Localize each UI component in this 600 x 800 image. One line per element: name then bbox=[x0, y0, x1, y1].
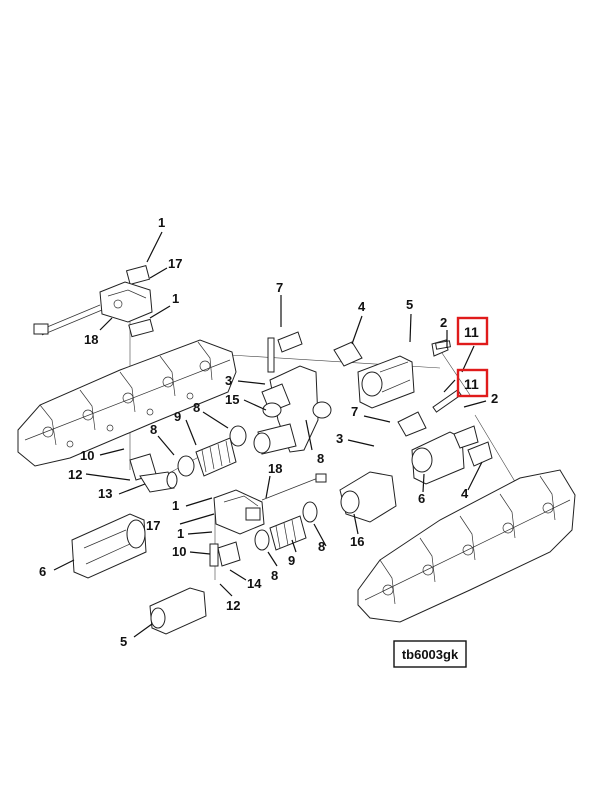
reference-label: tb6003gk bbox=[393, 640, 467, 668]
callout-1[interactable]: 1 bbox=[158, 215, 165, 230]
egr-elbow-upper bbox=[129, 453, 178, 493]
callout-9[interactable]: 9 bbox=[174, 409, 181, 424]
egr-cooler-upper bbox=[253, 331, 449, 455]
callout-6[interactable]: 6 bbox=[39, 564, 46, 579]
egr-valve-upper bbox=[33, 265, 154, 338]
callout-17[interactable]: 17 bbox=[168, 256, 182, 271]
callout-11[interactable]: 11 bbox=[464, 324, 479, 340]
callout-8[interactable]: 8 bbox=[193, 400, 200, 415]
callout-1[interactable]: 1 bbox=[172, 291, 179, 306]
callout-16[interactable]: 16 bbox=[350, 534, 364, 549]
callout-17[interactable]: 17 bbox=[146, 518, 160, 533]
callout-18[interactable]: 18 bbox=[268, 461, 282, 476]
reference-id-text: tb6003gk bbox=[402, 647, 459, 662]
callout-8[interactable]: 8 bbox=[271, 568, 278, 583]
callout-12[interactable]: 12 bbox=[68, 467, 82, 482]
dowel-pins bbox=[432, 340, 493, 467]
callout-14[interactable]: 14 bbox=[247, 576, 262, 591]
highlight-box-11-upper bbox=[456, 316, 489, 346]
callout-8[interactable]: 8 bbox=[317, 451, 324, 466]
callout-6[interactable]: 6 bbox=[418, 491, 425, 506]
callout-12[interactable]: 12 bbox=[226, 598, 240, 613]
callout-13[interactable]: 13 bbox=[98, 486, 112, 501]
callout-18[interactable]: 18 bbox=[84, 332, 98, 347]
callout-15[interactable]: 15 bbox=[225, 392, 239, 407]
callout-3[interactable]: 3 bbox=[225, 373, 232, 388]
callout-2[interactable]: 2 bbox=[440, 315, 447, 330]
callout-5[interactable]: 5 bbox=[406, 297, 413, 312]
callout-arrows bbox=[53, 231, 487, 638]
callout-7[interactable]: 7 bbox=[276, 280, 283, 295]
callout-8[interactable]: 8 bbox=[150, 422, 157, 437]
highlight-box-11-lower bbox=[456, 368, 489, 398]
callout-4[interactable]: 4 bbox=[358, 299, 366, 314]
bellows-upper bbox=[177, 425, 247, 477]
callout-10[interactable]: 10 bbox=[172, 544, 186, 559]
bellows-lower bbox=[254, 501, 318, 551]
egr-cooler-lower-left bbox=[71, 513, 147, 579]
callout-3[interactable]: 3 bbox=[336, 431, 343, 446]
callout-8[interactable]: 8 bbox=[318, 539, 325, 554]
callout-11[interactable]: 11 bbox=[464, 376, 479, 392]
callout-9[interactable]: 9 bbox=[288, 553, 295, 568]
callout-7[interactable]: 7 bbox=[351, 404, 358, 419]
callout-labels: 1 17 1 18 7 4 5 2 11 11 2 3 15 9 8 8 8 1… bbox=[39, 215, 498, 649]
egr-valve-lower bbox=[209, 473, 327, 567]
callout-10[interactable]: 10 bbox=[80, 448, 94, 463]
callout-2[interactable]: 2 bbox=[491, 391, 498, 406]
engine-block-upper bbox=[17, 339, 237, 467]
engine-block-lower bbox=[357, 469, 576, 623]
callout-5[interactable]: 5 bbox=[120, 634, 127, 649]
egr-cooler-lower-right bbox=[339, 411, 479, 523]
callout-1[interactable]: 1 bbox=[177, 526, 184, 541]
callout-1[interactable]: 1 bbox=[172, 498, 179, 513]
egr-cooler-bottom bbox=[149, 587, 207, 635]
reference-box bbox=[393, 640, 467, 668]
highlight-boxes bbox=[456, 316, 489, 398]
callout-4[interactable]: 4 bbox=[461, 486, 469, 501]
